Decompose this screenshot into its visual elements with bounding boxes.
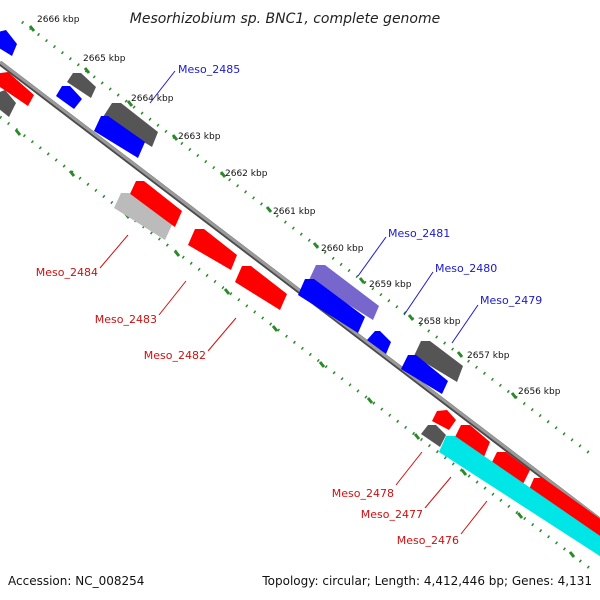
tick-mark (68, 170, 76, 177)
gene-label-meso-2480[interactable]: Meso_2480 (435, 262, 497, 275)
gene-label-meso-2476[interactable]: Meso_2476 (397, 534, 459, 547)
gene-arrow[interactable] (114, 193, 172, 240)
gene-arrow[interactable] (298, 279, 365, 333)
tick-mark (219, 171, 227, 178)
tick-mark (271, 325, 279, 332)
map-title: Mesorhizobium sp. BNC1, complete genome (130, 11, 441, 27)
forward-gene-labels: Meso_2485 Meso_2481 Meso_2480 Meso_2479 (149, 63, 542, 344)
scale-label: 2659 kbp (369, 280, 412, 290)
tick-mark (171, 134, 179, 141)
tick-mark (358, 277, 366, 284)
scale-label: 2656 kbp (518, 387, 561, 397)
tick-mark (28, 25, 36, 32)
scale-label: 2664 kbp (131, 94, 174, 104)
label-leader-line (424, 476, 452, 509)
scale-label: 2660 kbp (321, 244, 364, 254)
label-leader-line (99, 234, 129, 269)
tick-mark (173, 250, 181, 257)
gene-features (0, 30, 600, 560)
label-leader-line (460, 500, 488, 535)
tick-mark (318, 361, 326, 368)
gene-label-meso-2482[interactable]: Meso_2482 (144, 349, 206, 362)
gene-label-meso-2477[interactable]: Meso_2477 (361, 508, 423, 521)
scale-label: 2662 kbp (225, 169, 268, 179)
gene-label-meso-2481[interactable]: Meso_2481 (388, 227, 450, 240)
gene-arrow[interactable] (235, 266, 287, 310)
scale-label: 2657 kbp (467, 351, 510, 361)
gene-arrow[interactable] (454, 425, 490, 457)
gene-arrow[interactable] (367, 331, 391, 354)
scale-label: 2665 kbp (83, 54, 126, 64)
tick-tracks (0, 20, 593, 572)
tick-mark (568, 551, 576, 558)
gene-arrow[interactable] (103, 103, 158, 147)
gene-arrow[interactable] (421, 425, 446, 447)
tick-mark (14, 129, 22, 136)
gene-arrow[interactable] (94, 116, 145, 158)
gene-arrow[interactable] (432, 410, 456, 430)
gene-arrow[interactable] (0, 90, 16, 117)
gene-arrow[interactable] (490, 452, 530, 484)
tick-mark (510, 392, 518, 399)
gene-label-meso-2478[interactable]: Meso_2478 (332, 487, 394, 500)
label-leader-line (357, 236, 387, 277)
inner-tick-track (0, 115, 593, 572)
topology-text: Topology: circular; Length: 4,412,446 bp… (262, 574, 592, 588)
tick-mark (456, 351, 464, 358)
reverse-gene-labels: Meso_2484 Meso_2483 Meso_2482 Meso_2478 … (36, 234, 488, 547)
label-leader-line (207, 317, 237, 352)
gene-arrow[interactable] (129, 181, 182, 227)
scale-label: 2663 kbp (178, 132, 221, 142)
scale-label: 2666 kbp (37, 15, 80, 25)
scale-label: 2661 kbp (273, 207, 316, 217)
gene-arrow[interactable] (67, 73, 96, 98)
tick-mark (265, 206, 273, 213)
gene-label-meso-2479[interactable]: Meso_2479 (480, 294, 542, 307)
tick-mark (312, 242, 320, 249)
scale-label: 2658 kbp (418, 317, 461, 327)
label-leader-line (158, 280, 187, 316)
tick-mark (460, 469, 468, 476)
gene-arrow[interactable] (401, 355, 448, 394)
gene-arrow[interactable] (0, 72, 34, 106)
gene-arrow[interactable] (527, 478, 600, 540)
gene-arrow[interactable] (309, 265, 379, 320)
accession-text: Accession: NC_008254 (8, 574, 145, 588)
tick-mark (83, 67, 91, 74)
gene-label-meso-2484[interactable]: Meso_2484 (36, 266, 98, 279)
gene-arrow[interactable] (439, 436, 600, 560)
gene-label-meso-2485[interactable]: Meso_2485 (178, 63, 240, 76)
gene-arrow[interactable] (414, 341, 463, 382)
label-leader-line (149, 70, 176, 104)
scale-labels: 2666 kbp 2665 kbp 2664 kbp 2663 kbp 2662… (37, 15, 561, 397)
gene-arrow[interactable] (188, 229, 237, 270)
label-leader-line (451, 304, 479, 344)
label-leader-line (395, 451, 423, 486)
gene-arrow[interactable] (56, 86, 82, 109)
tick-mark (366, 397, 374, 404)
tick-mark (407, 314, 415, 321)
gene-arrow[interactable] (0, 30, 17, 56)
outer-tick-track (21, 20, 593, 457)
tick-mark (223, 288, 231, 295)
label-leader-line (403, 271, 434, 316)
gene-label-meso-2483[interactable]: Meso_2483 (95, 313, 157, 326)
tick-mark (516, 512, 524, 519)
tick-mark (413, 433, 421, 440)
tick-mark (126, 100, 134, 107)
